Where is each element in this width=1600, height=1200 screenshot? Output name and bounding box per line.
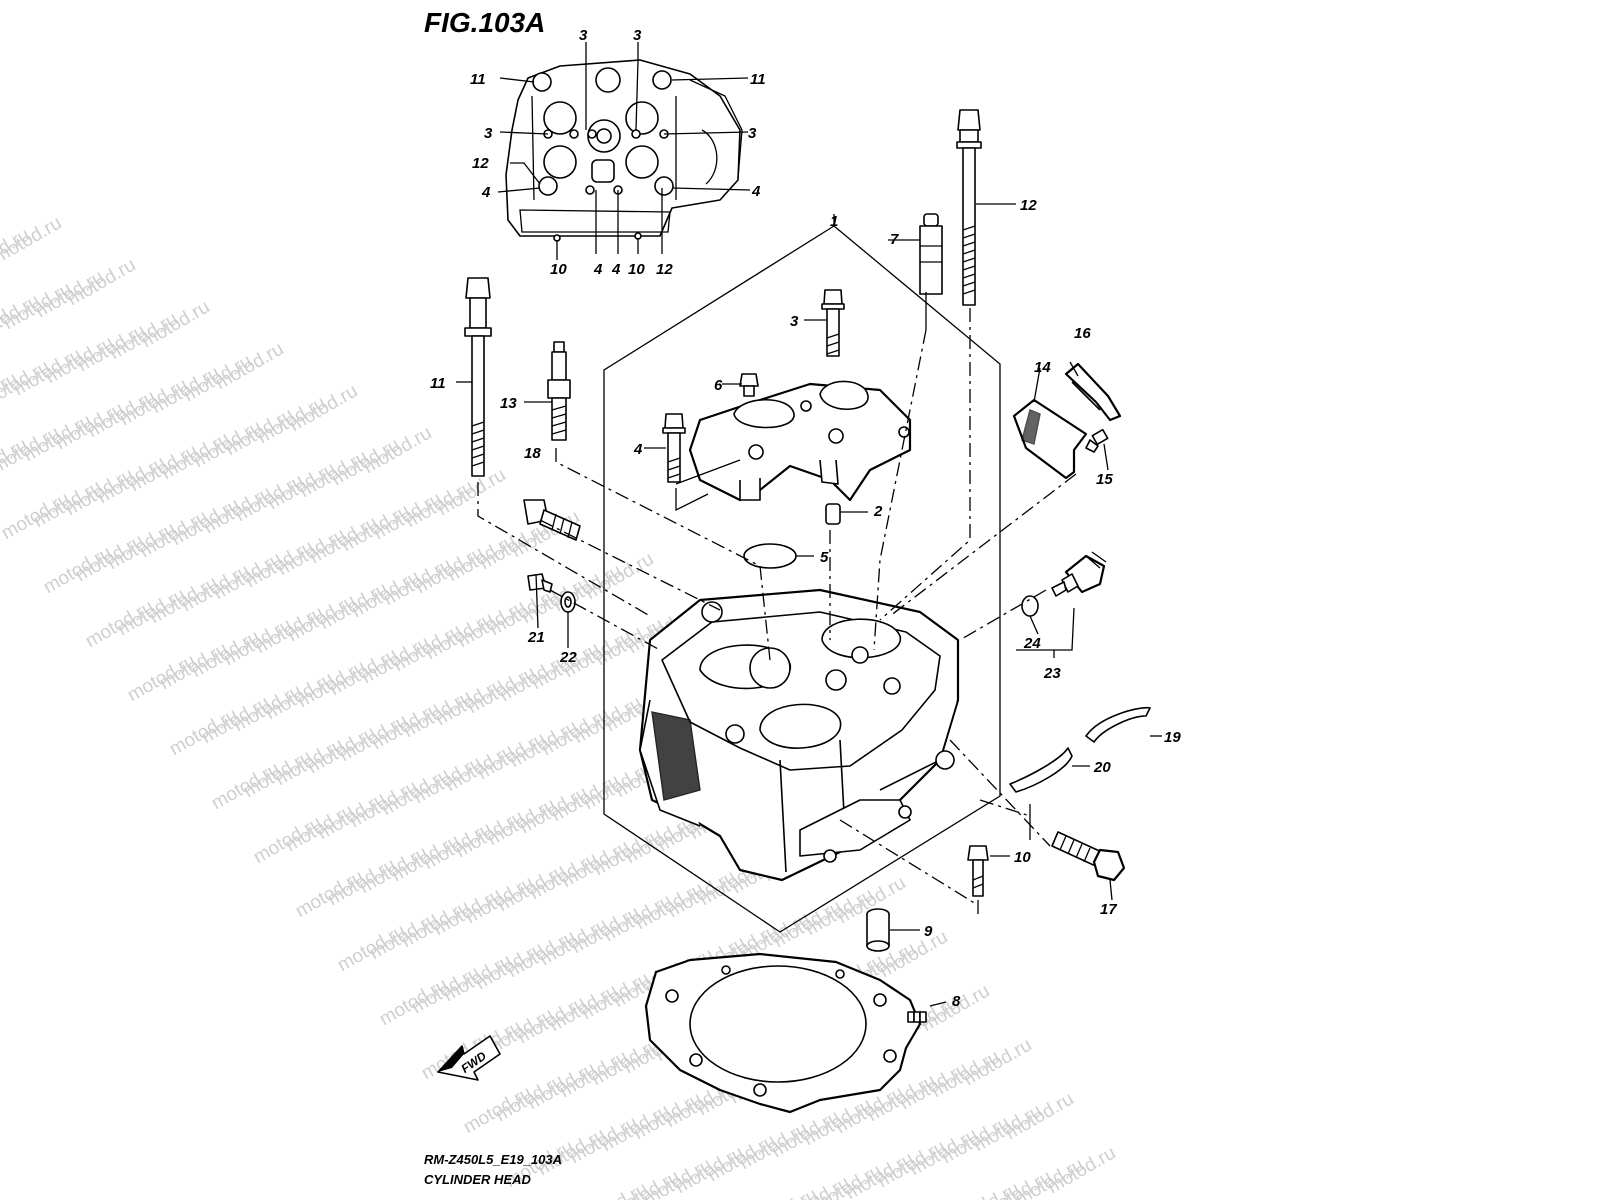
- inset-callout: 12: [472, 155, 489, 172]
- sensor-23: [1051, 551, 1107, 597]
- inset-callout: 11: [470, 71, 486, 88]
- lifter-7: [919, 213, 943, 295]
- part-callout: 14: [1034, 359, 1051, 376]
- clip-19: [1085, 706, 1151, 743]
- cylinder-head-body: [638, 588, 960, 882]
- clip-20: [1009, 747, 1073, 793]
- bolt-21: [527, 573, 553, 593]
- assembly-outline: [603, 225, 1001, 933]
- part-callout: 21: [527, 629, 545, 646]
- model-code: RM-Z450L5_E19_103A: [424, 1152, 562, 1167]
- inset-callout: 10: [628, 261, 645, 278]
- part-callout: 6: [714, 377, 723, 394]
- inset-top-view: [505, 59, 743, 242]
- part-callout: 2: [873, 503, 883, 520]
- o-ring-5: [743, 543, 797, 569]
- main-leaders: [456, 203, 1162, 1007]
- part-callout: 12: [1020, 197, 1037, 214]
- part-callout: 20: [1093, 759, 1111, 776]
- camshaft-holder: [688, 380, 912, 502]
- fwd-arrow: FWD: [437, 1035, 501, 1081]
- o-ring-24: [1021, 595, 1039, 617]
- bolt-6: [739, 373, 759, 397]
- spark-plug-13: [547, 341, 571, 441]
- inset-callout: 4: [481, 184, 491, 201]
- inset-callout: 12: [656, 261, 673, 278]
- inset-callout: 3: [579, 27, 588, 44]
- part-callout: 3: [790, 313, 799, 330]
- inset-callout: 3: [484, 125, 493, 142]
- inset-callout: 3: [633, 27, 642, 44]
- part-callout: 4: [633, 441, 643, 458]
- inset-callout: 11: [750, 71, 766, 88]
- inset-callout: 4: [593, 261, 603, 278]
- clamp-16: [1064, 362, 1122, 422]
- inset-callouts: 3 3 11 11 3 3 12 4 4 10 4 4 10 12: [470, 27, 766, 278]
- bolt-4: [662, 413, 686, 483]
- inset-leaders: [497, 42, 751, 260]
- bolt-3: [821, 289, 845, 357]
- part-callout: 22: [559, 649, 577, 666]
- part-callout: 8: [952, 993, 961, 1010]
- part-callout: 13: [500, 395, 517, 412]
- bolt-17: [1051, 831, 1126, 882]
- part-callout: 15: [1096, 471, 1113, 488]
- part-callout: 7: [890, 231, 899, 248]
- part-callout: 5: [820, 549, 829, 566]
- screw-15: [1085, 428, 1109, 453]
- part-callout: 9: [924, 923, 933, 940]
- part-callout: 10: [1014, 849, 1031, 866]
- part-callout: 17: [1100, 901, 1117, 918]
- part-callout: 23: [1043, 665, 1061, 682]
- part-callout: 18: [524, 445, 541, 462]
- inset-callout: 4: [751, 183, 761, 200]
- part-callout: 24: [1023, 635, 1041, 652]
- main-callouts: 1 12 7 16 14 3 11 13 6 15 4 18 2 5 21 22…: [430, 197, 1181, 1010]
- figure-title: FIG.103A: [424, 7, 545, 38]
- bolt-11: [464, 277, 492, 477]
- inset-callout: 4: [611, 261, 621, 278]
- dowel-2: [825, 503, 841, 525]
- part-callout: 11: [430, 375, 446, 392]
- inset-callout: 10: [550, 261, 567, 278]
- bolt-10: [967, 845, 989, 897]
- washer-22: [560, 591, 576, 613]
- dowel-9: [866, 908, 890, 952]
- diagram-caption: CYLINDER HEAD: [424, 1172, 532, 1187]
- part-callout: 19: [1164, 729, 1181, 746]
- part-callout: 1: [830, 213, 838, 230]
- bolt-12: [956, 109, 982, 306]
- inset-callout: 3: [748, 125, 757, 142]
- bolt-18: [523, 499, 581, 541]
- intake-pipe-14: [1012, 398, 1088, 480]
- gasket-8: [644, 952, 927, 1114]
- part-callout: 16: [1074, 325, 1091, 342]
